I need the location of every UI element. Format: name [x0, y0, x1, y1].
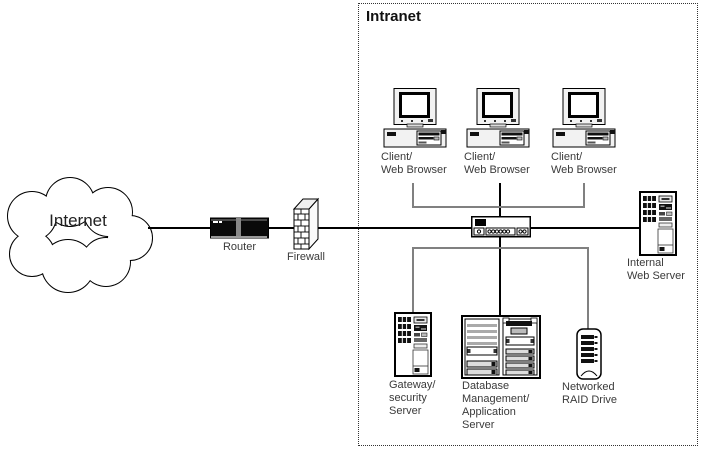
gateway-server-label: Gateway/ security Server [389, 379, 436, 417]
gateway-drop-link [412, 247, 414, 314]
raid-drive-label: Networked RAID Drive [562, 381, 618, 406]
client-bracket-link [412, 206, 585, 208]
raid-drop-link [587, 247, 589, 330]
hub-icon [471, 216, 531, 238]
firewall-icon [292, 197, 320, 251]
intranet-boundary [358, 3, 698, 446]
firewall-label: Firewall [287, 251, 325, 263]
client1-drop-link [412, 183, 414, 208]
database-server-icon [461, 315, 541, 379]
internet-label: Internet [49, 211, 107, 230]
server-bracket-link [412, 247, 589, 249]
client2-computer-icon [466, 88, 530, 148]
raid-drive-icon [576, 328, 602, 380]
client2-hub-link [499, 183, 501, 217]
client3-label: Client/ Web Browser [551, 151, 617, 176]
client2-label: Client/ Web Browser [464, 151, 530, 176]
intranet-title: Intranet [366, 8, 422, 25]
client1-label: Client/ Web Browser [381, 151, 447, 176]
internal-web-server-icon [639, 191, 677, 256]
database-server-label: Database Management/ Application Server [462, 380, 530, 431]
gateway-server-icon [394, 312, 432, 377]
internet-cloud-icon [7, 177, 153, 293]
router-icon [210, 217, 269, 239]
client3-computer-icon [552, 88, 616, 148]
router-label: Router [222, 241, 257, 253]
backbone-link [148, 227, 642, 229]
client1-computer-icon [383, 88, 447, 148]
internal-web-server-label: Internal Web Server [627, 257, 685, 282]
client3-drop-link [583, 183, 585, 208]
hub-database-link [499, 237, 501, 318]
